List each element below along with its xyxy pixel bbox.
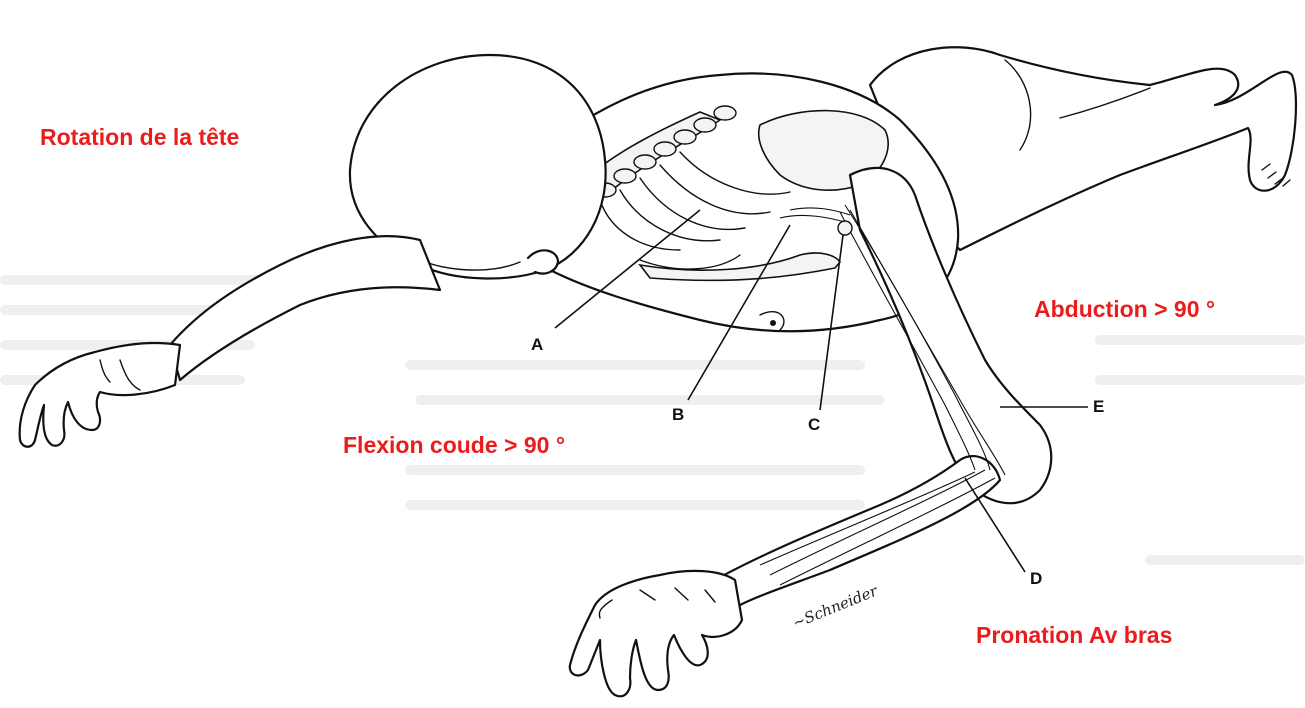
marker-a: A bbox=[531, 335, 543, 355]
marker-b: B bbox=[672, 405, 684, 425]
elbow-flexion-callout: Flexion coude > 90 ° bbox=[343, 432, 565, 459]
shoulder-abduction-callout: Abduction > 90 ° bbox=[1034, 296, 1215, 323]
marker-d: D bbox=[1030, 569, 1042, 589]
marker-c: C bbox=[808, 415, 820, 435]
forearm-pronation-callout: Pronation Av bras bbox=[976, 622, 1172, 649]
marker-e: E bbox=[1093, 397, 1104, 417]
head-rotation-callout: Rotation de la tête bbox=[40, 124, 239, 151]
